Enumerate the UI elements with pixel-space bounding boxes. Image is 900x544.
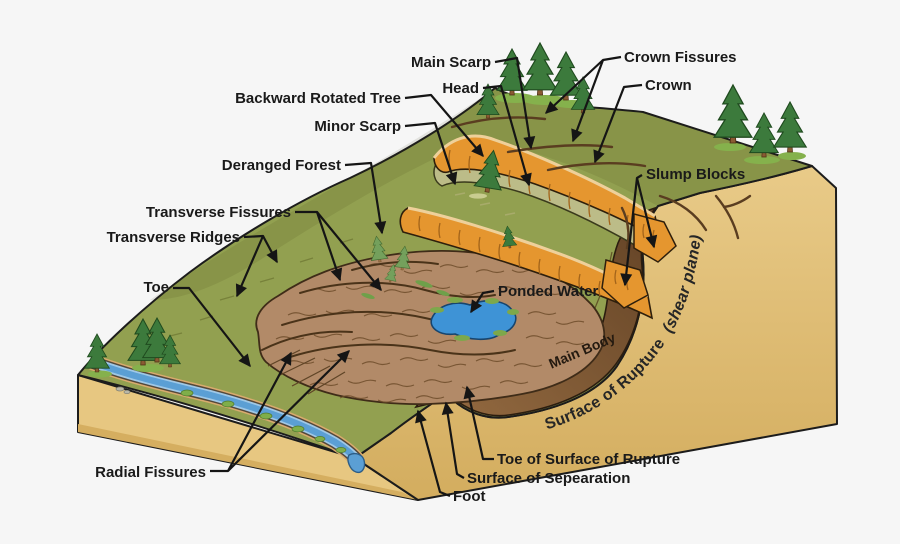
leader-transverse-fissures (316, 211, 382, 292)
label-toe-of-surface-of-rupture: Toe of Surface of Rupture (497, 451, 680, 468)
terrain-front-face-shade (78, 424, 418, 500)
leader-ponded-water (470, 289, 495, 314)
ponded-water-pond (430, 300, 517, 341)
leader-toe (173, 286, 251, 368)
main-scarp-lip (432, 134, 656, 218)
label-foot: Foot (453, 488, 485, 505)
terrain-upper-slope-shading (150, 88, 812, 300)
leader-toe-of-surface-of-rupture (463, 385, 494, 461)
label-head: Head (442, 80, 479, 97)
grass-patch (469, 193, 487, 199)
label-ponded-water: Ponded Water (498, 283, 598, 300)
leader-head (482, 84, 532, 187)
label-transverse-fissures: Transverse Fissures (146, 204, 291, 221)
label-deranged-forest: Deranged Forest (222, 157, 341, 174)
leader-lines (173, 55, 658, 498)
label-crown-fissures: Crown Fissures (624, 49, 737, 66)
label-transverse-ridges: Transverse Ridges (107, 229, 240, 246)
label-radial-fissures: Radial Fissures (95, 464, 206, 481)
river-rocks (115, 386, 131, 395)
label-main-scarp: Main Scarp (411, 54, 491, 71)
leader-deranged-forest (344, 161, 387, 235)
label-minor-scarp: Minor Scarp (314, 118, 401, 135)
pond-group (430, 297, 519, 341)
river-spill (347, 452, 366, 474)
leader-main-scarp (494, 56, 536, 150)
label-toe: Toe (143, 279, 169, 296)
deranged-forest-debris (361, 280, 450, 300)
leader-surface-of-separation (441, 401, 465, 479)
leader-backward-rotated-tree (404, 93, 484, 158)
leader-radial-fissures (227, 350, 350, 472)
label-crown: Crown (645, 77, 692, 94)
leader-foot (415, 409, 451, 498)
bench-grass (454, 192, 516, 216)
leader-slump-blocks (620, 177, 639, 287)
pond-fringe (430, 297, 519, 341)
leader-crown-fissures (571, 59, 605, 143)
leader-transverse-ridges (262, 235, 278, 264)
label-surface-of-separation: Surface of Sepearation (467, 470, 630, 487)
body-texture (275, 263, 585, 403)
leader-minor-scarp (404, 121, 458, 186)
river-bushes (180, 389, 347, 453)
label-backward-rotated-tree: Backward Rotated Tree (235, 90, 401, 107)
label-slump-blocks: Slump Blocks (646, 166, 745, 183)
leader-crown (593, 83, 643, 164)
